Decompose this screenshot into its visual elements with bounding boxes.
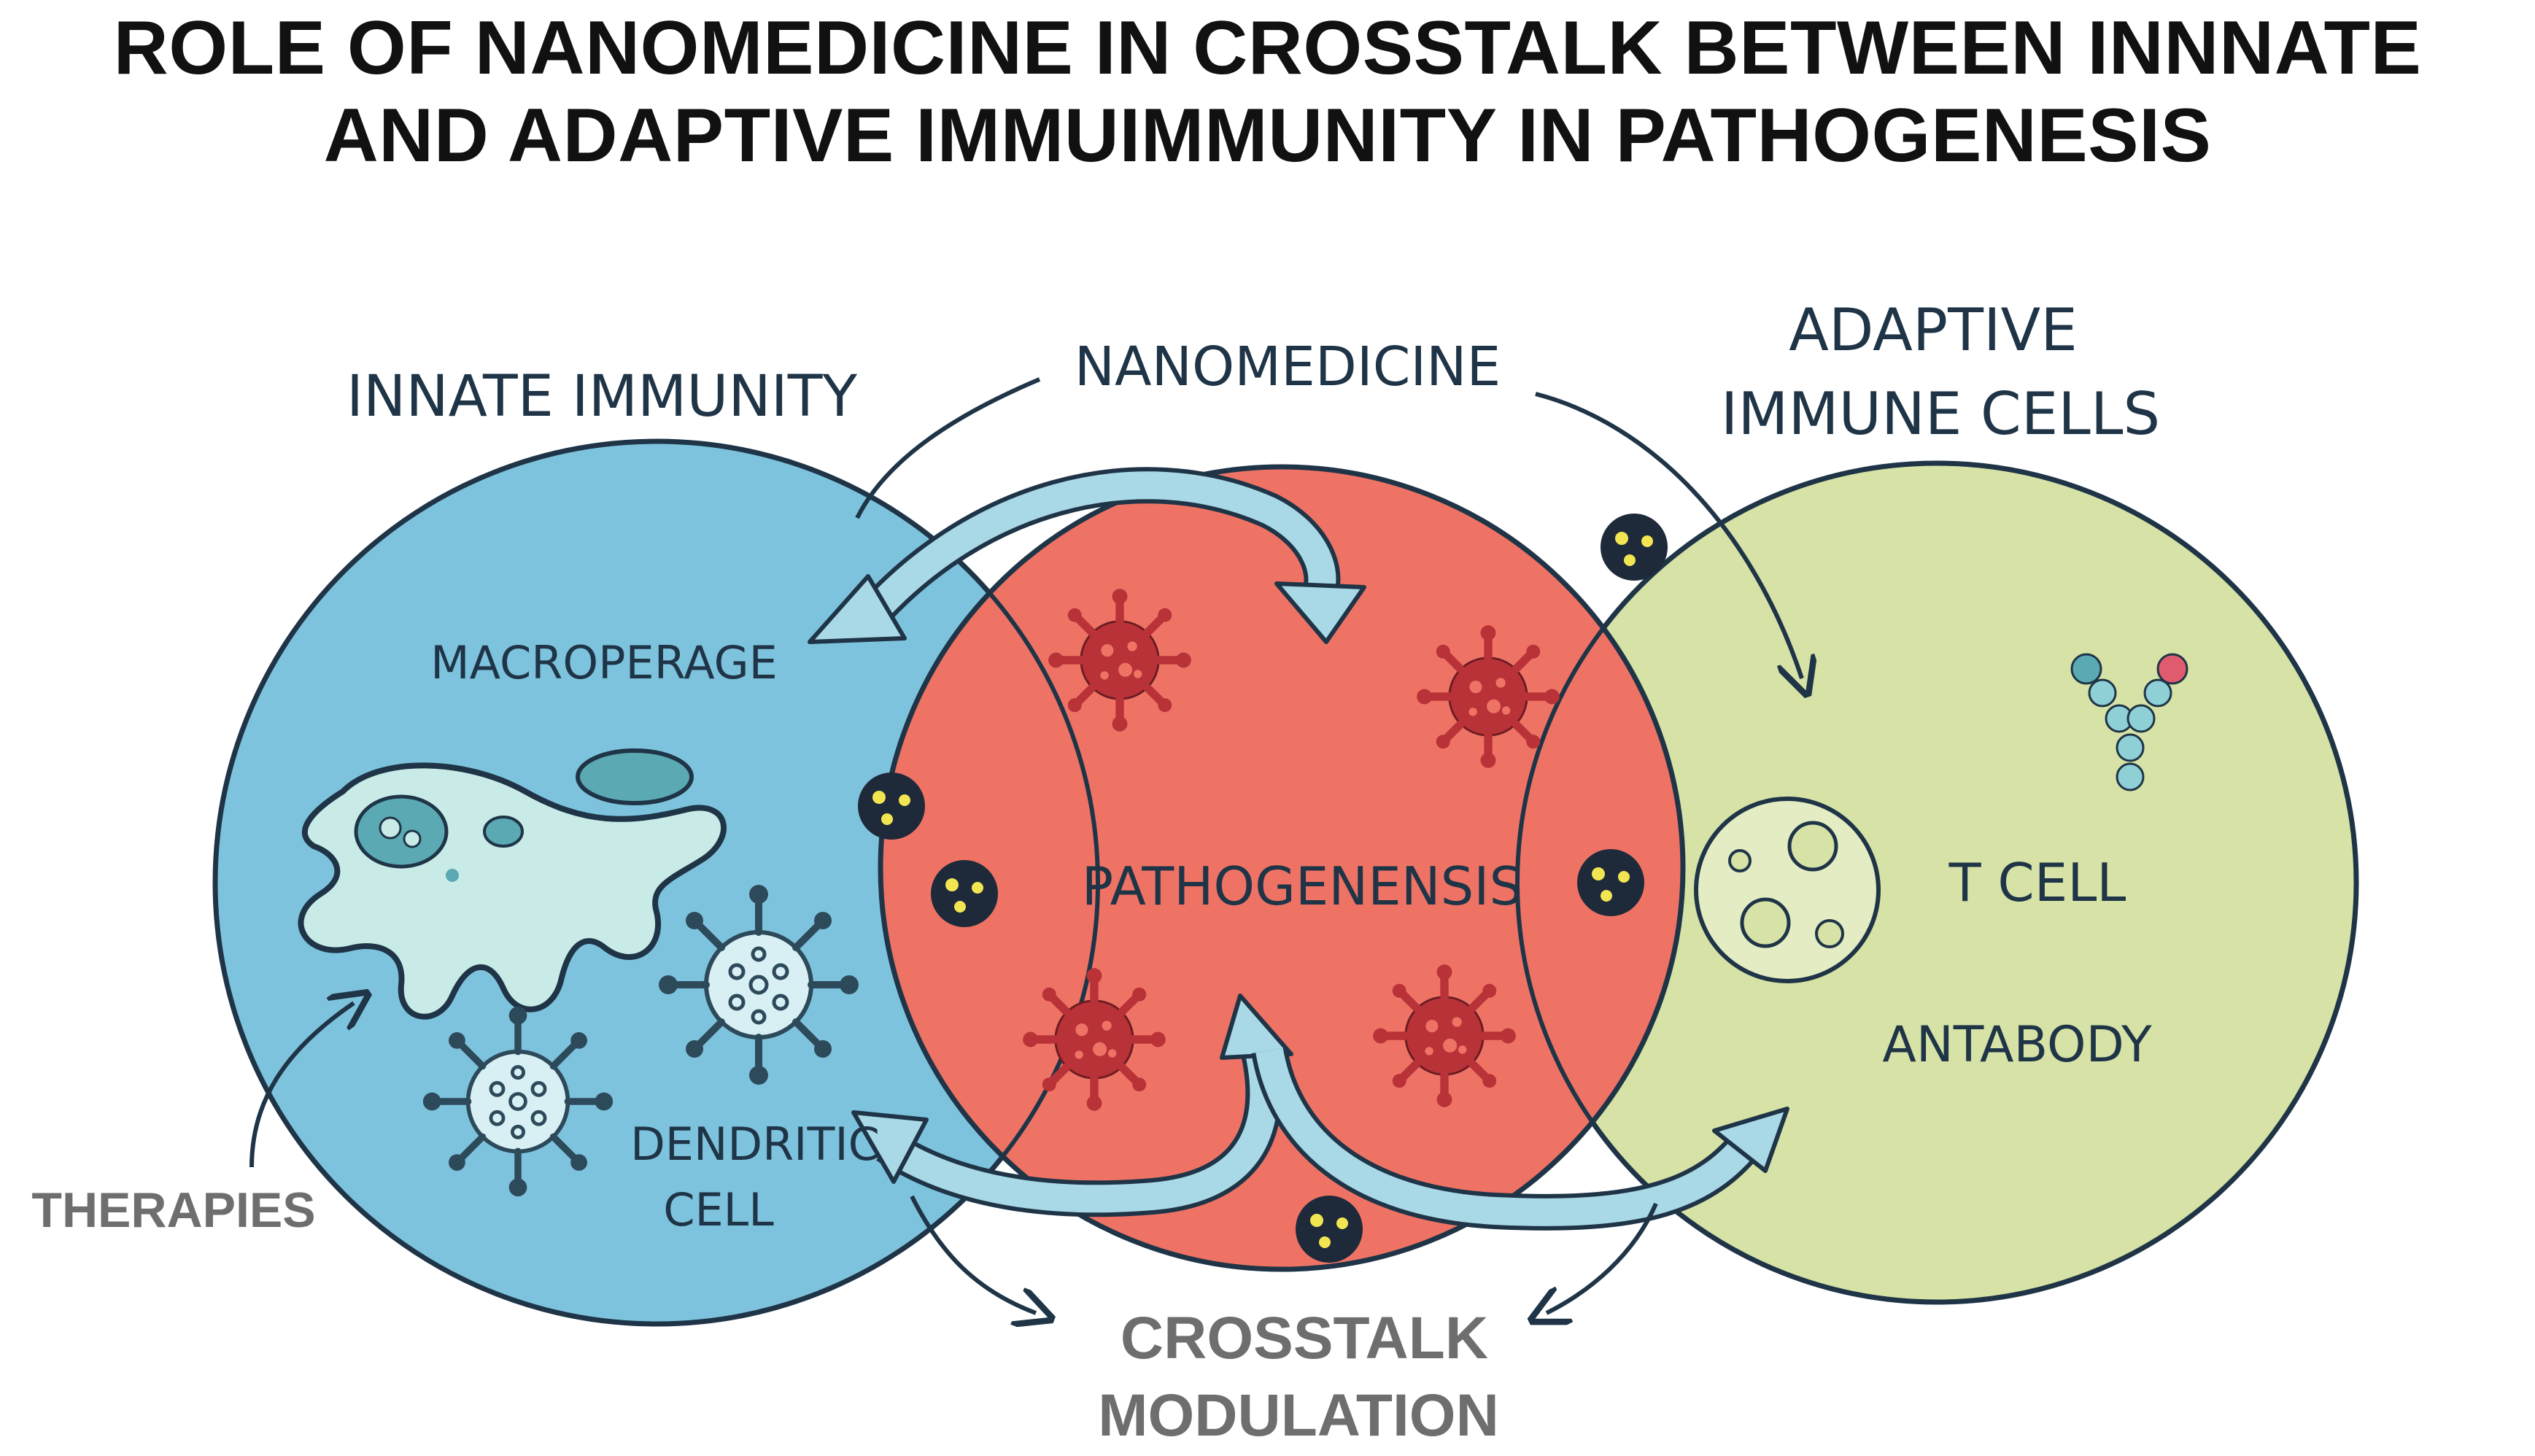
dendritic-cell-icon — [659, 885, 859, 1085]
nanoparticle-icon — [858, 772, 925, 840]
nanomedicine-left-arrow — [855, 377, 1041, 519]
adaptive-circle-outline — [1515, 461, 2358, 1304]
adaptive-immune-cells-label-line1: ADAPTIVE — [1789, 296, 2078, 364]
antibody-icon — [2070, 653, 2188, 791]
title-line-2: AND ADAPTIVE IMMUIMMUNITY IN PATHOGENESI… — [323, 93, 2212, 178]
macrophage-label: MACROPERAGE — [430, 636, 778, 689]
macrophage-icon — [298, 748, 727, 1020]
crosstalk-right-arrow — [1547, 1202, 1658, 1313]
therapies-arrow — [249, 1003, 354, 1168]
crosstalk-modulation-label-line1: CROSSTALK — [1121, 1305, 1488, 1371]
innate-circle-outline — [213, 439, 1100, 1326]
diagram-title: ROLE OF NANOMEDICINE IN CROSSTALK BETWEE… — [0, 4, 2535, 179]
crosstalk-arrow-right — [1251, 1047, 1789, 1231]
crosstalk-modulation-label-line2: MODULATION — [1098, 1382, 1499, 1449]
crosstalk-left-arrow — [910, 1195, 1036, 1313]
nanomedicine-label: NANOMEDICINE — [1075, 336, 1501, 398]
nanomedicine-right-arrow — [1535, 392, 1802, 678]
nanoparticle-icon — [1577, 849, 1644, 916]
therapies-label: THERAPIES — [31, 1182, 315, 1238]
antibody-label: ANTABODY — [1882, 1016, 2152, 1074]
nanomedicine-cycle-arrow — [808, 467, 1366, 644]
adaptive-immune-cells-label-line2: IMMUNE CELLS — [1721, 380, 2160, 448]
crosstalk-arrow-left — [851, 994, 1293, 1217]
innate-immunity-label: INNATE IMMUNITY — [347, 364, 857, 430]
pathogenesis-label: PATHOGENENSIS — [1082, 856, 1522, 917]
nanoparticle-icon — [931, 860, 998, 927]
dendritic-cell-label-line2: CELL — [663, 1183, 774, 1236]
t-cell-icon — [1694, 797, 1881, 983]
nanoparticle-icon — [1296, 1196, 1363, 1263]
dendritic-cell-icon — [423, 1007, 613, 1196]
dendritic-cell-label-line1: DENDRITIC — [630, 1118, 880, 1171]
nanoparticle-icon — [1601, 514, 1668, 581]
t-cell-label: T CELL — [1948, 852, 2126, 913]
title-line-1: ROLE OF NANOMEDICINE IN CROSSTALK BETWEE… — [113, 6, 2422, 90]
